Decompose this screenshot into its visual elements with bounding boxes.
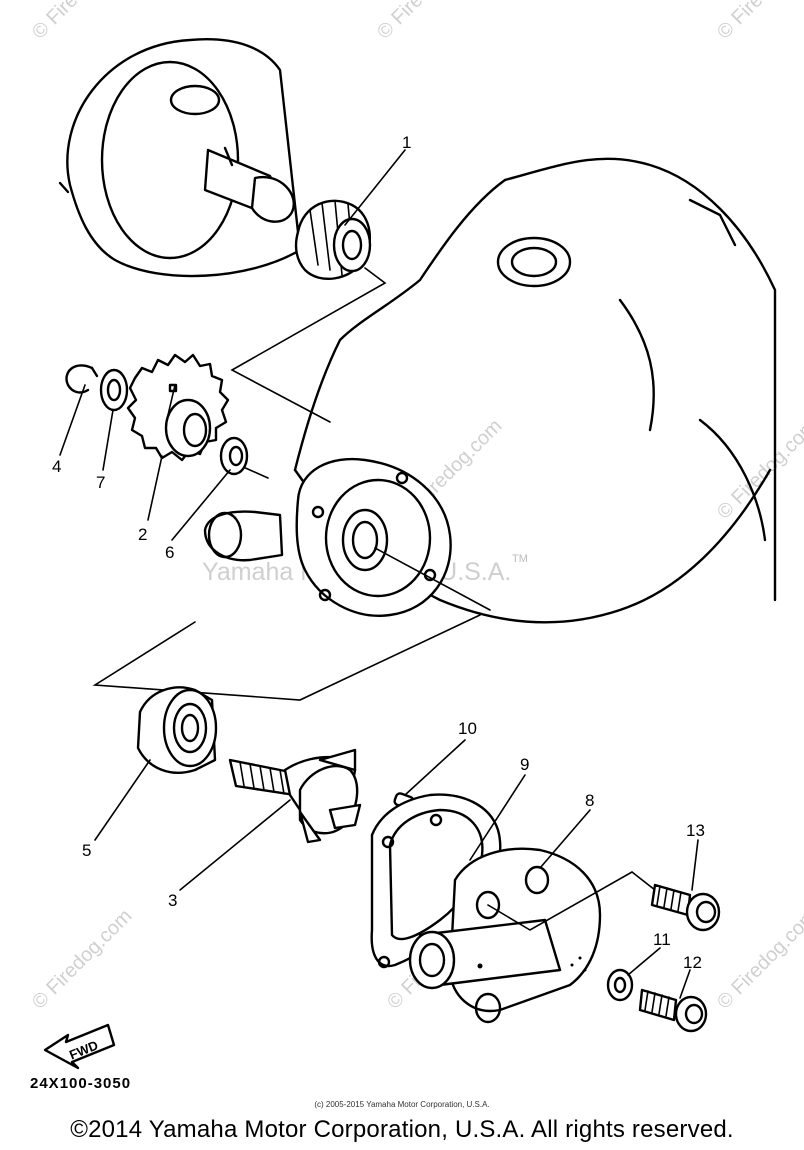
watermark-firedog: © Firedog.com bbox=[713, 905, 804, 1014]
crankcase-cover bbox=[58, 38, 302, 278]
callout-3: 3 bbox=[168, 891, 177, 910]
callout-7: 7 bbox=[96, 473, 105, 492]
washer-part-6 bbox=[219, 436, 249, 476]
callout-10: 10 bbox=[458, 719, 477, 738]
impeller-part-3 bbox=[228, 748, 362, 844]
main-copyright: ©2014 Yamaha Motor Corporation, U.S.A. A… bbox=[70, 1116, 734, 1143]
watermark-firedog: © Firedog.com bbox=[373, 0, 482, 44]
callout-11: 11 bbox=[653, 930, 671, 949]
watermark-firedog: © Firedog.com bbox=[713, 0, 804, 44]
sprocket-part-2 bbox=[126, 353, 230, 462]
callout-labels: 1 2 3 4 5 6 7 8 9 10 11 12 13 bbox=[52, 133, 705, 972]
washer-part-7 bbox=[99, 368, 129, 412]
small-copyright: (c) 2005-2015 Yamaha Motor Corporation, … bbox=[314, 1100, 490, 1109]
bolt-part-13 bbox=[650, 883, 721, 932]
callout-4: 4 bbox=[52, 457, 61, 476]
pump-cover-part-8 bbox=[408, 847, 656, 1024]
pump-housing-mount bbox=[203, 457, 452, 617]
callout-13: 13 bbox=[686, 821, 705, 840]
trademark-mark: TM bbox=[512, 553, 528, 565]
gear-part-1 bbox=[294, 199, 372, 280]
diagram-part-number: 24X100-3050 bbox=[30, 1075, 131, 1092]
bolt-part-12 bbox=[638, 988, 708, 1033]
watermark-firedog: © Firedog.com bbox=[28, 0, 137, 44]
watermark-firedog: © Firedog.com bbox=[28, 905, 137, 1014]
callout-6: 6 bbox=[165, 543, 174, 562]
circlip-part-4 bbox=[65, 364, 99, 394]
callout-5: 5 bbox=[82, 841, 91, 860]
bearing-part-5 bbox=[136, 686, 218, 774]
callout-leaders bbox=[59, 149, 699, 999]
callout-2: 2 bbox=[138, 525, 147, 544]
callout-9: 9 bbox=[520, 755, 529, 774]
callout-8: 8 bbox=[585, 791, 594, 810]
washer-part-11 bbox=[606, 968, 634, 1002]
fwd-arrow-icon: FWD bbox=[43, 1023, 116, 1070]
callout-12: 12 bbox=[683, 953, 702, 972]
callout-1: 1 bbox=[402, 133, 411, 152]
